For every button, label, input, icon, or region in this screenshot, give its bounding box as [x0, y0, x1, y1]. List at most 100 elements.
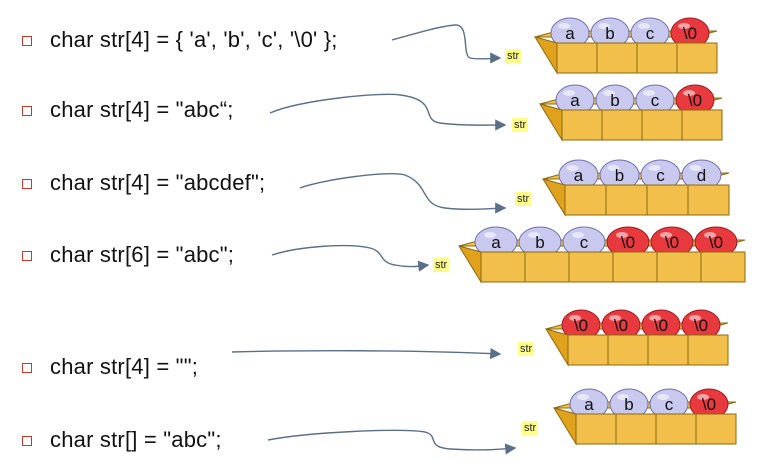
array-cell: [556, 42, 598, 74]
array-cell: [655, 413, 697, 445]
arrow-4: [271, 244, 430, 272]
arrow-2: [269, 93, 507, 131]
char-ball: b: [609, 388, 649, 420]
cell-char: a: [565, 24, 575, 43]
array-cell: [641, 109, 683, 141]
char-ball: c: [562, 226, 606, 258]
cell-char: \0: [574, 316, 588, 335]
array-cell: [656, 251, 702, 283]
char-array-1: a b c \0: [533, 17, 718, 75]
cell-char: a: [491, 233, 501, 252]
null-char-ball: \0: [650, 226, 694, 258]
array-cell: [561, 109, 603, 141]
array-cell: [564, 184, 607, 216]
code-line-2: char str[4] = "abc“;: [50, 97, 234, 122]
array-cell: [700, 251, 746, 283]
char-array-6: a b c \0: [552, 388, 737, 446]
null-char-ball: \0: [641, 309, 681, 341]
array-cell: [596, 42, 638, 74]
char-ball: a: [550, 17, 590, 49]
array-cell: [575, 413, 617, 445]
cell-char: b: [615, 166, 624, 185]
bullet-1: [22, 36, 32, 46]
arrow-6: [267, 429, 517, 455]
cell-char: c: [665, 395, 674, 414]
code-line-4: char str[6] = "abc";: [50, 242, 235, 267]
code-line-3: char str[4] = "abcdef";: [50, 170, 266, 195]
cell-char: a: [570, 91, 580, 110]
array-cell: [646, 184, 689, 216]
cell-char: \0: [614, 316, 628, 335]
array-cell: [636, 42, 678, 74]
cell-char: b: [535, 233, 544, 252]
char-array-4: a b c \0 \0 \0: [457, 226, 746, 284]
array-cell: [687, 334, 729, 366]
bullet-3: [22, 179, 32, 189]
array-cell: [480, 251, 526, 283]
null-char-ball: \0: [675, 84, 715, 116]
array-cell: [567, 334, 609, 366]
array-cell: [695, 413, 737, 445]
bullet-2: [22, 106, 32, 116]
null-char-ball: \0: [694, 226, 738, 258]
char-ball: b: [595, 84, 635, 116]
array-cell: [607, 334, 649, 366]
cell-char: c: [651, 91, 660, 110]
cell-char: \0: [665, 233, 679, 252]
array-name-label: str: [433, 258, 450, 272]
cell-char: d: [697, 166, 706, 185]
array-name-label: str: [518, 342, 535, 356]
char-ball: d: [681, 159, 722, 191]
array-cell: [605, 184, 648, 216]
char-ball: a: [558, 159, 599, 191]
array-cell: [687, 184, 730, 216]
array-name-label: str: [512, 118, 529, 132]
cell-char: \0: [709, 233, 723, 252]
cell-char: a: [574, 166, 584, 185]
cell-char: b: [624, 395, 633, 414]
array-cell: [681, 109, 723, 141]
cell-char: \0: [694, 316, 708, 335]
code-line-1: char str[4] = { 'a', 'b', 'c', '\0' };: [50, 27, 338, 52]
array-cell: [615, 413, 657, 445]
char-ball: a: [569, 388, 609, 420]
array-cell: [676, 42, 718, 74]
null-char-ball: \0: [606, 226, 650, 258]
null-char-ball: \0: [689, 388, 729, 420]
code-line-5: char str[4] = "";: [50, 354, 199, 379]
cell-char: c: [646, 24, 655, 43]
array-cell: [524, 251, 570, 283]
char-ball: a: [474, 226, 518, 258]
bullet-4: [22, 251, 32, 261]
char-array-5: \0 \0 \0 \0: [544, 309, 729, 367]
array-cell: [601, 109, 643, 141]
null-char-ball: \0: [681, 309, 721, 341]
array-name-label: str: [522, 421, 539, 435]
array-name-label: str: [515, 192, 532, 206]
arrow-3: [299, 172, 507, 214]
cell-char: \0: [621, 233, 635, 252]
array-cell: [568, 251, 614, 283]
char-ball: c: [640, 159, 681, 191]
code-line-6: char str[] = "abc";: [50, 427, 222, 452]
char-array-2: a b c \0: [538, 84, 723, 142]
arrow-5: [231, 347, 502, 360]
null-char-ball: \0: [670, 17, 710, 49]
char-array-3: a b c d: [541, 159, 730, 217]
null-char-ball: \0: [561, 309, 601, 341]
cell-char: c: [656, 166, 665, 185]
char-ball: b: [518, 226, 562, 258]
cell-char: \0: [688, 91, 702, 110]
cell-char: \0: [654, 316, 668, 335]
cell-char: b: [610, 91, 619, 110]
cell-char: a: [584, 395, 594, 414]
char-ball: c: [635, 84, 675, 116]
cell-char: c: [580, 233, 589, 252]
array-cell: [612, 251, 658, 283]
cell-char: \0: [702, 395, 716, 414]
bullet-5: [22, 363, 32, 373]
cell-char: \0: [683, 24, 697, 43]
array-cell: [647, 334, 689, 366]
cell-char: b: [605, 24, 614, 43]
